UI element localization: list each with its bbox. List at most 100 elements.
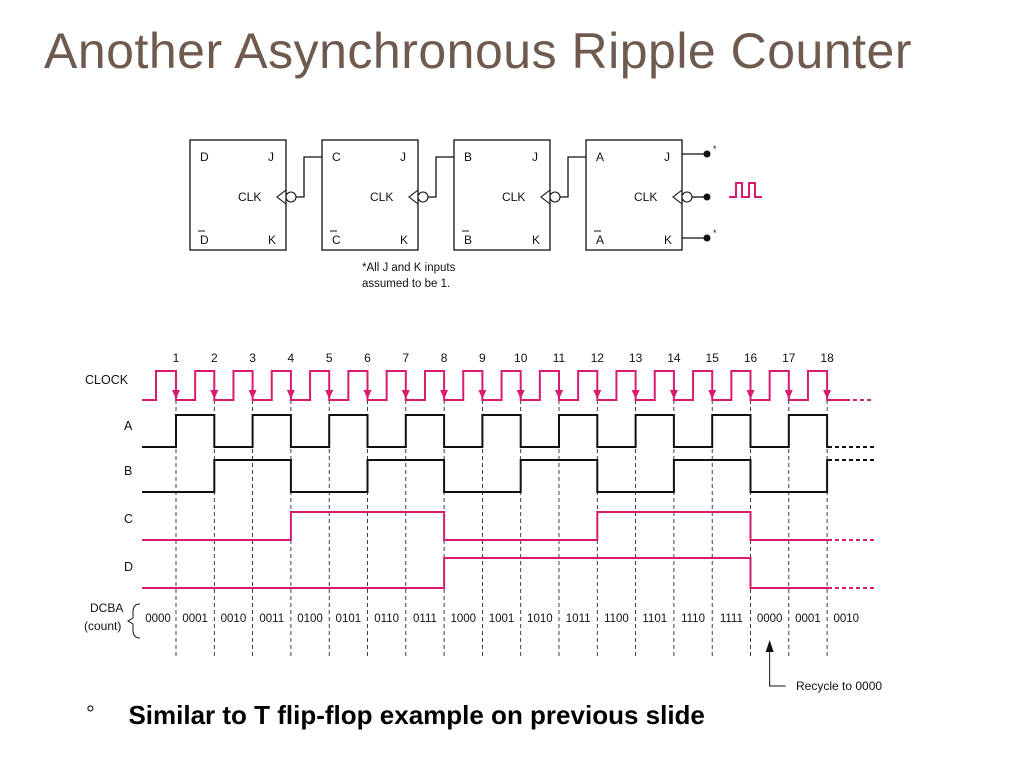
clk-label: CLK xyxy=(370,190,393,204)
q-bar-label: D xyxy=(200,233,209,247)
ripple-wire xyxy=(296,156,322,198)
count-value: 1111 xyxy=(720,613,743,625)
j-label: J xyxy=(532,150,538,164)
count-value: 0111 xyxy=(413,613,437,625)
count-value: 0100 xyxy=(297,613,323,625)
q-label: B xyxy=(464,150,472,164)
falling-edge-arrow-icon xyxy=(325,390,334,399)
count-value: 1100 xyxy=(604,613,629,625)
waveform-a xyxy=(142,414,829,448)
bullet-item: ° Similar to T flip-flop example on prev… xyxy=(86,700,705,731)
count-value: 1010 xyxy=(527,613,553,625)
pulse-number: 2 xyxy=(211,351,218,365)
signal-label-d: D xyxy=(124,560,133,574)
bullet-marker: ° xyxy=(86,701,95,726)
pulse-number: 6 xyxy=(364,351,371,365)
pulse-number: 5 xyxy=(326,351,333,365)
falling-edge-arrow-icon xyxy=(286,390,295,399)
waveform-b xyxy=(142,459,829,493)
q-bar-label: B xyxy=(464,233,472,247)
falling-edge-arrow-icon xyxy=(172,390,180,399)
input-dot xyxy=(703,193,711,201)
count-value: 0010 xyxy=(221,613,247,625)
count-brace xyxy=(127,603,141,639)
falling-edge-arrow-icon xyxy=(593,390,602,399)
j-label: J xyxy=(664,150,670,164)
count-value: 0000 xyxy=(757,613,783,625)
clock-triangle-icon xyxy=(672,189,683,205)
k-label: K xyxy=(400,233,408,247)
clk-label: CLK xyxy=(502,190,525,204)
clk-label: CLK xyxy=(634,190,657,204)
count-value: 1011 xyxy=(566,613,591,625)
pulse-number: 9 xyxy=(479,351,486,365)
input-marker: * xyxy=(713,144,717,154)
pulse-number: 7 xyxy=(402,351,409,365)
falling-edge-arrow-icon xyxy=(631,390,640,399)
falling-edge-arrow-icon xyxy=(210,390,219,399)
pulse-number: 12 xyxy=(591,351,605,365)
pulse-number: 17 xyxy=(782,351,796,365)
inversion-bubble-icon xyxy=(549,191,561,203)
count-value: 0011 xyxy=(259,613,284,625)
bullet-text: Similar to T flip-flop example on previo… xyxy=(128,700,705,730)
pulse-number: 13 xyxy=(629,351,643,365)
flip-flop-b: B J CLK B K xyxy=(453,139,561,251)
falling-edge-arrow-icon xyxy=(784,390,793,399)
falling-edge-arrow-icon xyxy=(440,390,449,399)
clk-label: CLK xyxy=(238,190,261,204)
j-label: J xyxy=(268,150,274,164)
inversion-bubble-icon xyxy=(681,191,693,203)
clock-pulse-icon xyxy=(729,182,762,198)
q-bar-label: A xyxy=(596,233,604,247)
input-dot xyxy=(703,234,711,242)
pulse-number: 4 xyxy=(288,351,295,365)
assumption-note: assumed to be 1. xyxy=(362,278,450,290)
count-value: 1101 xyxy=(642,613,667,625)
falling-edge-arrow-icon xyxy=(708,390,717,399)
k-label: K xyxy=(532,233,540,247)
count-value: 0001 xyxy=(182,613,208,625)
waveform-c xyxy=(142,511,828,541)
input-marker: * xyxy=(713,228,717,238)
falling-edge-arrow-icon xyxy=(746,390,755,399)
falling-edge-arrow-icon xyxy=(401,390,410,399)
falling-edge-arrow-icon xyxy=(669,390,678,399)
signal-label-a: A xyxy=(124,419,133,433)
count-value: 0010 xyxy=(833,613,859,625)
clock-triangle-icon xyxy=(408,189,419,205)
up-arrow-icon xyxy=(765,640,774,652)
k-label: K xyxy=(268,233,276,247)
waveform-d xyxy=(142,557,828,589)
count-value: 0001 xyxy=(795,613,821,625)
pulse-number: 14 xyxy=(667,351,681,365)
j-label: J xyxy=(400,150,406,164)
count-value: 1110 xyxy=(681,613,705,625)
count-value: 0101 xyxy=(336,613,362,625)
falling-edge-arrow-icon xyxy=(555,390,563,399)
ripple-wire xyxy=(428,156,454,198)
pulse-number: 8 xyxy=(441,351,448,365)
falling-edge-arrow-icon xyxy=(363,390,372,399)
signal-label-c: C xyxy=(124,512,133,526)
count-value: 0110 xyxy=(374,613,399,625)
slide-title: Another Asynchronous Ripple Counter xyxy=(44,23,913,79)
inversion-bubble-icon xyxy=(285,191,297,203)
ripple-wire xyxy=(560,156,586,198)
falling-edge-arrow-icon xyxy=(823,390,832,399)
falling-edge-arrow-icon xyxy=(478,390,487,399)
recycle-leader-line xyxy=(769,650,786,687)
pulse-number: 16 xyxy=(744,351,758,365)
falling-edge-arrow-icon xyxy=(516,390,525,399)
q-label: A xyxy=(596,150,604,164)
signal-label-clock: CLOCK xyxy=(85,373,129,387)
q-bar-label: C xyxy=(332,233,341,247)
assumption-note: *All J and K inputs xyxy=(362,262,456,274)
count-label: DCBA xyxy=(90,601,123,615)
clock-triangle-icon xyxy=(276,189,287,205)
clock-triangle-icon xyxy=(540,189,551,205)
